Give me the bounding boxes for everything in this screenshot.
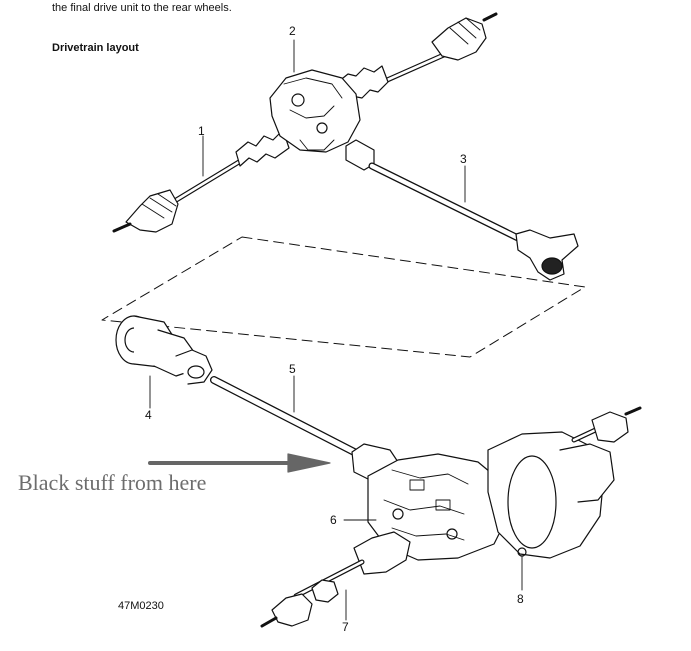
rear-final-drive-assembly bbox=[112, 12, 579, 281]
final-drive-unit bbox=[269, 69, 361, 153]
callout-8: 8 bbox=[517, 592, 524, 606]
callout-6: 6 bbox=[330, 513, 337, 527]
leader-lines bbox=[149, 39, 523, 621]
callout-7: 7 bbox=[342, 620, 349, 634]
rear-propeller-shaft bbox=[345, 139, 579, 281]
callout-1: 1 bbox=[198, 124, 205, 138]
figure-reference: 47M0230 bbox=[118, 600, 164, 612]
diagram-heading: Drivetrain layout bbox=[52, 42, 139, 54]
bell-housing bbox=[487, 406, 642, 559]
centre-bearing bbox=[115, 315, 213, 385]
front-half-shaft bbox=[260, 531, 411, 628]
front-drivetrain-assembly bbox=[115, 315, 642, 628]
right-half-shaft bbox=[337, 12, 498, 105]
left-half-shaft bbox=[112, 129, 290, 233]
callout-3: 3 bbox=[460, 152, 467, 166]
callout-2: 2 bbox=[289, 24, 296, 38]
annotation-note: Black stuff from here bbox=[18, 470, 207, 495]
callout-4: 4 bbox=[145, 408, 152, 422]
alignment-frame bbox=[101, 236, 586, 358]
callout-5: 5 bbox=[289, 362, 296, 376]
intro-text: the final drive unit to the rear wheels. bbox=[52, 2, 232, 14]
annotation-arrow bbox=[148, 453, 331, 473]
